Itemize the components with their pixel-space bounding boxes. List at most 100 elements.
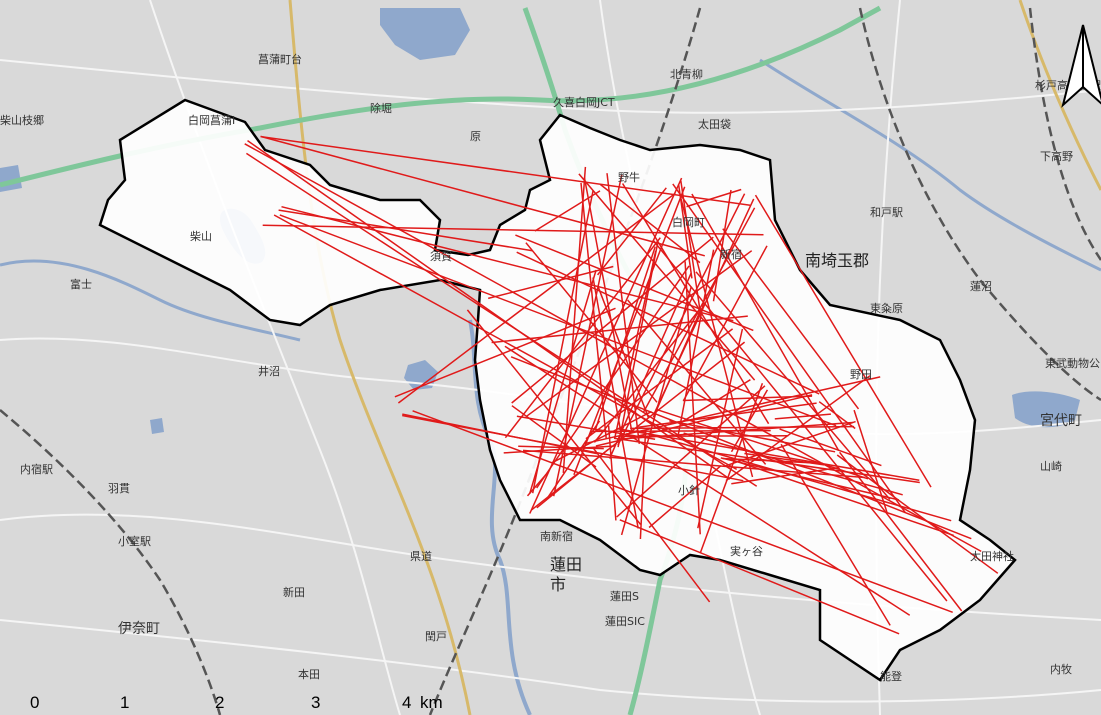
od-line bbox=[699, 383, 764, 554]
od-line bbox=[511, 405, 597, 468]
place-label-uchishuku: 内宿駅 bbox=[20, 462, 53, 476]
od-line bbox=[779, 428, 882, 467]
place-label-tomioka: 富士 bbox=[70, 277, 92, 291]
place-label-layer: 菖蒲町台北青柳白岡菖蒲I久喜白岡JCT太田袋杉戸高野台駅柴山枝郷除堀原柴山野牛白… bbox=[0, 52, 1101, 683]
place-label-noushi: 野牛 bbox=[618, 170, 640, 184]
od-line bbox=[608, 272, 692, 459]
od-line bbox=[593, 309, 700, 443]
place-label-tobu_zoo: 東武動物公 bbox=[1045, 356, 1100, 370]
place-label-koshigaya: 小針 bbox=[678, 483, 700, 497]
place-label-honden: 本田 bbox=[298, 667, 320, 681]
place-label-kotesashi: 小室駅 bbox=[118, 534, 151, 548]
river-east bbox=[759, 58, 1101, 272]
place-label-kuki: 除堀 bbox=[370, 101, 392, 115]
od-line bbox=[526, 250, 753, 417]
north-arrow-icon bbox=[1061, 24, 1101, 108]
road-county bbox=[1018, 0, 1101, 191]
od-line bbox=[592, 447, 711, 603]
od-line bbox=[754, 194, 932, 488]
od-line bbox=[562, 166, 587, 473]
place-label-shobu: 菖蒲町台 bbox=[258, 52, 302, 66]
od-line bbox=[695, 271, 891, 500]
od-line bbox=[818, 401, 856, 430]
od-line bbox=[518, 445, 604, 450]
od-line bbox=[684, 261, 701, 535]
place-label-hasuda: 蓮田 bbox=[550, 555, 582, 574]
od-line bbox=[522, 449, 865, 479]
river-motoara bbox=[468, 319, 532, 715]
railway-east bbox=[1028, 7, 1101, 261]
od-line bbox=[584, 376, 881, 445]
od-line bbox=[594, 246, 656, 431]
od-line bbox=[545, 420, 601, 501]
place-label-minamisaitama: 南埼玉郡 bbox=[805, 251, 869, 270]
od-line bbox=[639, 429, 647, 540]
od-line bbox=[839, 451, 963, 612]
place-label-shi: 市 bbox=[550, 575, 566, 594]
od-line bbox=[526, 474, 547, 497]
lake-north bbox=[380, 8, 470, 60]
place-label-hasuda_sic: 蓮田SIC bbox=[605, 614, 645, 628]
place-label-hara: 原 bbox=[470, 130, 481, 143]
od-line bbox=[722, 228, 860, 410]
od-line bbox=[578, 173, 756, 381]
place-label-higashikuki: 東粂原 bbox=[870, 302, 903, 315]
place-label-shiraoka_ic: 白岡菖蒲I bbox=[188, 113, 235, 127]
place-label-shiraoka: 白岡町 bbox=[672, 215, 705, 229]
scale-tick-0: 0 bbox=[30, 693, 39, 712]
od-line bbox=[677, 184, 693, 279]
place-label-shinden: 新田 bbox=[283, 585, 305, 599]
od-line bbox=[573, 186, 686, 476]
od-line bbox=[412, 410, 953, 614]
od-line bbox=[244, 143, 982, 553]
od-line bbox=[691, 193, 840, 451]
place-label-jitsuga: 実ヶ谷 bbox=[730, 544, 763, 558]
pond-miyashiro bbox=[1012, 391, 1080, 428]
od-line bbox=[617, 427, 920, 481]
od-line bbox=[731, 466, 839, 485]
place-label-inuma: 井沼 bbox=[258, 364, 280, 378]
od-line bbox=[712, 189, 732, 302]
od-line bbox=[623, 435, 789, 438]
od-line bbox=[510, 356, 972, 540]
od-line bbox=[281, 205, 734, 322]
place-label-hasuda_s: 蓮田S bbox=[610, 589, 639, 603]
od-line bbox=[774, 413, 831, 420]
od-line bbox=[504, 345, 618, 420]
od-lines-layer bbox=[244, 135, 999, 635]
od-line bbox=[597, 187, 667, 276]
od-line bbox=[621, 183, 770, 425]
od-line bbox=[656, 408, 869, 480]
place-label-road_label: 県道 bbox=[410, 549, 432, 563]
od-line bbox=[531, 190, 594, 494]
place-label-ota: 太田袋 bbox=[698, 117, 731, 131]
place-label-yamazaki: 山崎 bbox=[1040, 459, 1062, 473]
od-line bbox=[682, 245, 768, 402]
scale-tick-3: 3 bbox=[311, 693, 320, 712]
od-line bbox=[652, 307, 703, 418]
od-line bbox=[466, 309, 642, 525]
scale-unit: km bbox=[420, 693, 443, 712]
od-line bbox=[262, 224, 764, 236]
od-line bbox=[488, 265, 614, 300]
od-line bbox=[625, 432, 911, 616]
od-line bbox=[619, 519, 900, 635]
od-line bbox=[780, 443, 891, 626]
place-label-shibayama: 柴山 bbox=[190, 229, 212, 243]
od-line bbox=[652, 239, 948, 602]
place-label-uchimaki: 内牧 bbox=[1050, 662, 1072, 676]
od-line bbox=[592, 277, 639, 529]
od-line bbox=[511, 236, 714, 404]
od-line bbox=[720, 457, 899, 501]
od-line bbox=[836, 454, 999, 574]
od-line bbox=[247, 139, 731, 480]
place-label-minami_shinshuku: 南新宿 bbox=[540, 529, 573, 543]
place-label-kitahonjuku: 北青柳 bbox=[670, 67, 703, 81]
place-label-hebishima: 閏戸 bbox=[425, 630, 447, 643]
od-line bbox=[680, 180, 701, 312]
od-line bbox=[515, 234, 754, 332]
od-line bbox=[525, 242, 658, 403]
od-line bbox=[617, 243, 659, 448]
